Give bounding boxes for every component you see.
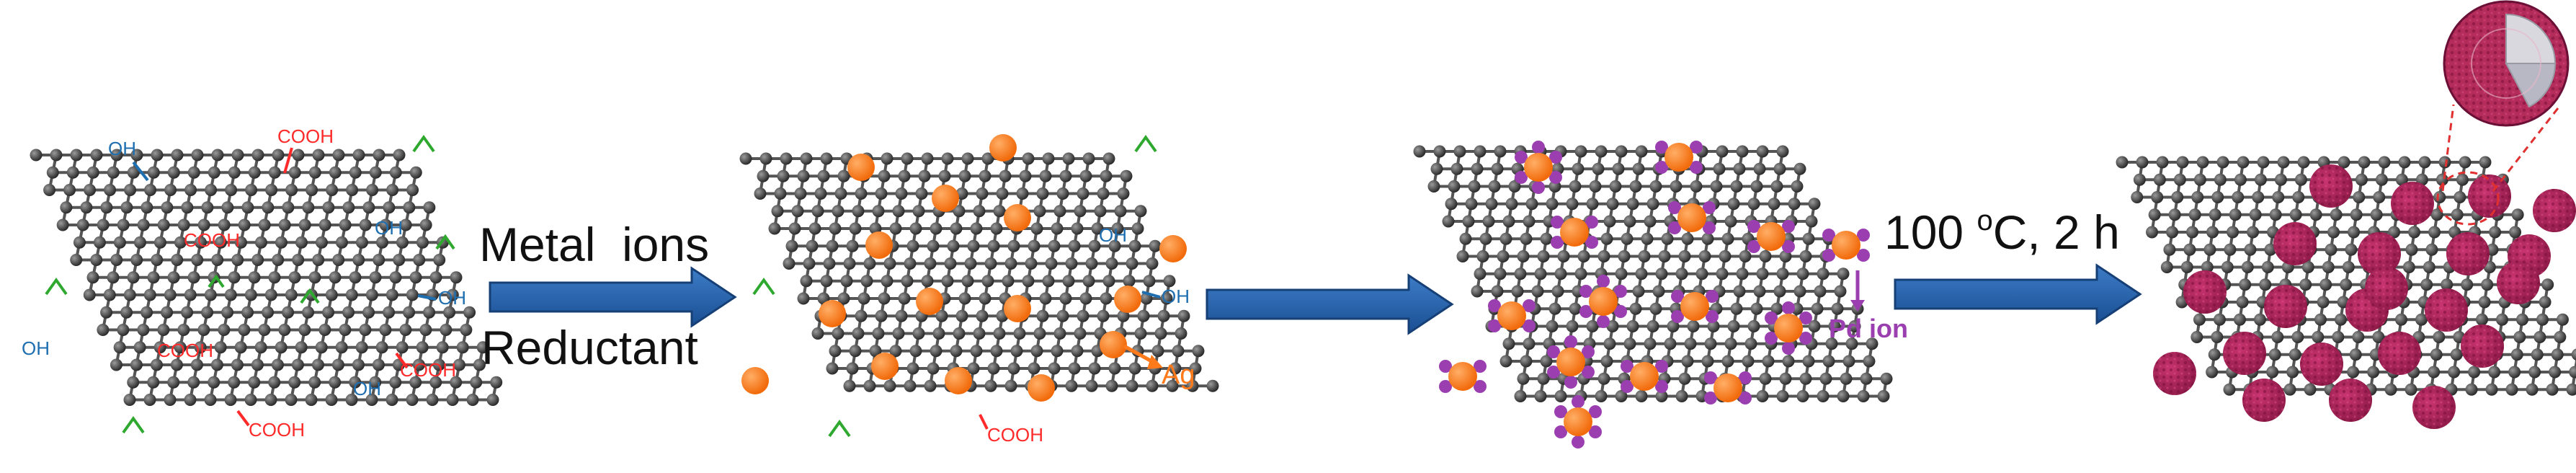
ag-pd-site bbox=[1515, 141, 1562, 194]
core-shell-nanoparticle bbox=[2242, 379, 2286, 422]
oh-label: OH bbox=[438, 287, 466, 309]
core-shell-nanoparticle bbox=[2309, 164, 2353, 208]
ag-pd-site bbox=[1704, 371, 1752, 405]
oh-label: OH bbox=[1099, 224, 1127, 246]
metal-ions-label: Metal ions bbox=[479, 218, 709, 271]
ag-pd-site bbox=[1655, 141, 1703, 174]
ag-decorated-graphene: OH OH COOH bbox=[739, 134, 1219, 446]
core-shell-nanoparticle bbox=[2425, 288, 2468, 332]
core-shell-nanoparticle bbox=[2300, 342, 2343, 386]
ag-particle bbox=[1028, 374, 1055, 402]
epoxide-group bbox=[45, 277, 68, 296]
process-arrow-2 bbox=[1205, 273, 1454, 335]
ag-particle bbox=[916, 288, 943, 315]
core-shell-nanoparticle bbox=[2365, 267, 2408, 310]
ag-pd-site bbox=[1668, 201, 1716, 234]
ag-pd-site bbox=[1579, 275, 1627, 328]
lattice-atoms bbox=[739, 152, 1219, 392]
ag-particle bbox=[847, 154, 875, 181]
cooh-label: COOH bbox=[400, 359, 456, 381]
cooh-label: COOH bbox=[277, 125, 334, 147]
ag-pd-site bbox=[1822, 229, 1870, 262]
ag-pd-site bbox=[1671, 290, 1719, 323]
oh-label: OH bbox=[353, 378, 381, 399]
ag-particle bbox=[1114, 286, 1141, 313]
ag-particle bbox=[1100, 331, 1127, 358]
core-shell-nanoparticle bbox=[2223, 332, 2266, 375]
ag-pd-site bbox=[1547, 335, 1595, 389]
ag-callout: Ag bbox=[1123, 344, 1195, 390]
ag-particle bbox=[945, 367, 972, 394]
ag-particle bbox=[1159, 235, 1187, 262]
core-shell-nanoparticle bbox=[2461, 324, 2504, 368]
core-shell-nanoparticle bbox=[2468, 174, 2511, 218]
core-shell-nanoparticle bbox=[2533, 189, 2576, 232]
ag-pd-site bbox=[1765, 301, 1812, 355]
ag-particle bbox=[871, 353, 899, 380]
oh-label: OH bbox=[1162, 286, 1190, 307]
graphene-oxide-sheet: OH OH OH OH OH COOH COOH COOH COOH COOH bbox=[22, 125, 503, 441]
ag-pd-site bbox=[1488, 299, 1536, 332]
core-shell-nanoparticle bbox=[2497, 261, 2540, 304]
ag-pd-site bbox=[1621, 360, 1668, 393]
core-shell-nanoparticle bbox=[2183, 270, 2227, 314]
cooh-label: COOH bbox=[249, 419, 305, 441]
oh-label: OH bbox=[108, 138, 136, 159]
ag-particle bbox=[741, 367, 769, 394]
pd-ion-loaded-graphene bbox=[1413, 141, 1893, 448]
condition-label: 100 oC, 2 h bbox=[1884, 205, 2120, 259]
cooh-label: COOH bbox=[157, 340, 213, 361]
ag-particle bbox=[865, 231, 893, 259]
oh-label: OH bbox=[375, 217, 403, 239]
core-shell-nanoparticle bbox=[2412, 386, 2456, 429]
ag-particle bbox=[1004, 295, 1031, 322]
epoxide-group bbox=[300, 288, 320, 304]
process-arrow-1 bbox=[489, 266, 737, 328]
epoxide-group bbox=[412, 134, 435, 153]
ag-particle bbox=[1004, 204, 1031, 231]
pd-ion-callout: Pd ion bbox=[1829, 270, 1908, 343]
reductant-label: Reductant bbox=[481, 321, 698, 374]
nanoparticle-graphene bbox=[2116, 156, 2576, 429]
epoxide-group bbox=[828, 419, 851, 438]
ag-pd-site bbox=[1747, 220, 1795, 253]
lattice-atoms bbox=[30, 149, 503, 406]
cooh-label: COOH bbox=[184, 229, 240, 251]
ag-pd-site bbox=[1551, 216, 1598, 249]
cooh-label: COOH bbox=[987, 424, 1043, 446]
epoxide-group bbox=[122, 415, 145, 434]
core-shell-nanoparticle bbox=[2446, 232, 2490, 275]
epoxide-group bbox=[1134, 134, 1157, 153]
core-shell-nanoparticle bbox=[2329, 379, 2372, 422]
core-shell-nanoparticle bbox=[2153, 352, 2196, 395]
oh-label: OH bbox=[22, 337, 50, 359]
core-shell-nanoparticle-inset bbox=[2436, 0, 2570, 226]
ag-label: Ag bbox=[1162, 360, 1195, 390]
process-arrow-3 bbox=[1894, 263, 2142, 325]
core-shell-nanoparticle bbox=[2391, 182, 2434, 225]
ag-particle bbox=[819, 300, 846, 327]
ag-particle bbox=[989, 134, 1017, 162]
ag-particle bbox=[932, 185, 959, 212]
core-shell-nanoparticle bbox=[2264, 285, 2307, 328]
epoxide-group bbox=[752, 277, 775, 296]
core-shell-nanoparticle bbox=[2273, 222, 2317, 265]
ag-pd-site bbox=[1554, 395, 1602, 448]
epoxide-group bbox=[208, 274, 225, 288]
ag-pd-site bbox=[1439, 360, 1487, 393]
epoxide-group bbox=[435, 234, 455, 250]
core-shell-nanoparticle bbox=[2378, 332, 2421, 375]
core-shell-nanoparticle bbox=[2358, 232, 2401, 275]
pd-ion-label: Pd ion bbox=[1829, 314, 1908, 343]
